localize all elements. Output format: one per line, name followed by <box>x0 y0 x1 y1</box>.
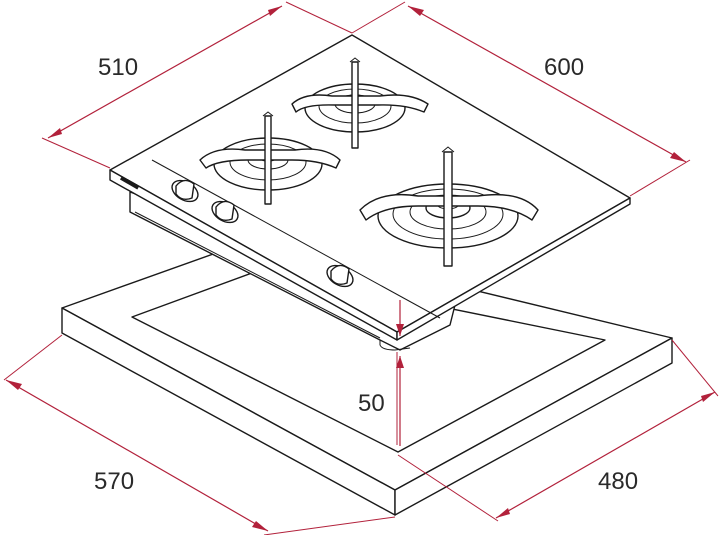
control-knob[interactable] <box>208 197 241 227</box>
dimension-label-50: 50 <box>358 390 385 417</box>
dimension-line-480 <box>397 339 719 522</box>
dimension-line-600 <box>351 1 691 197</box>
dimension-label-600: 600 <box>544 54 584 81</box>
burner-large <box>359 146 539 267</box>
cutout-frame <box>61 237 673 516</box>
dimension-label-480: 480 <box>598 468 638 495</box>
dimension-line-510 <box>41 1 353 169</box>
control-knob[interactable] <box>323 261 356 291</box>
dimension-label-510: 510 <box>98 54 138 81</box>
dimension-label-570: 570 <box>94 468 134 495</box>
burner-left <box>199 111 341 205</box>
dimension-line-50 <box>396 300 404 446</box>
dimension-line-570 <box>3 334 396 535</box>
hob-body <box>109 34 631 351</box>
control-knob[interactable] <box>168 176 201 206</box>
burner-rear <box>291 57 429 149</box>
